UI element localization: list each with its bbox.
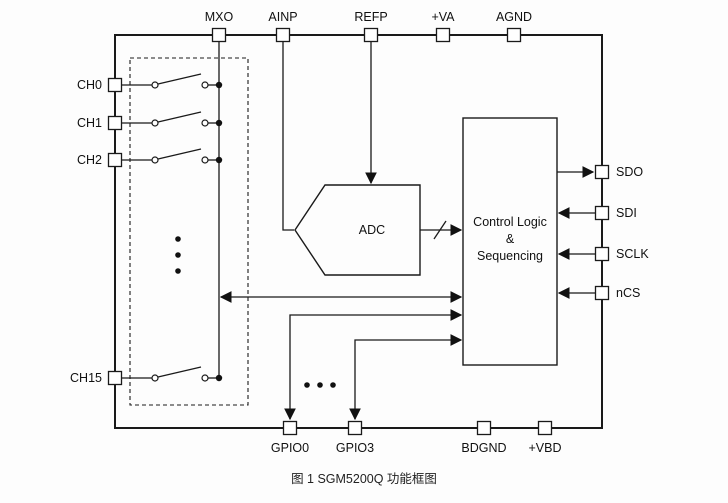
pin-vbd [537,420,553,436]
adc-label: ADC [359,223,385,237]
pin-bdgnd [476,420,492,436]
pin-label-ch15: CH15 [70,371,102,385]
mux-dashed-box [129,57,249,406]
mux-node-dot [215,156,223,164]
ainp-line [282,41,294,231]
pin-label-ncs: nCS [616,286,640,300]
mux-switch-ch2 [121,148,223,164]
pin-label-bdgnd: BDGND [461,441,506,455]
pin-agnd [506,27,522,43]
pin-ncs [594,285,610,301]
mux-node-dot [215,119,223,127]
pin-gpio0 [282,420,298,436]
gpio3-line [349,334,463,421]
figure-caption: 图 1 SGM5200Q 功能框图 [291,472,437,486]
pin-label-ch0: CH0 [77,78,102,92]
pin-ch2 [107,152,123,168]
pin-ainp [275,27,291,43]
gpio-ellipsis [304,382,336,388]
pin-label-gpio3: GPIO3 [336,441,374,455]
mux-node-dot [215,374,223,382]
pin-label-agnd: AGND [496,10,532,24]
pin-refp [363,27,379,43]
pin-ch0 [107,77,123,93]
pin-label-gpio0: GPIO0 [271,441,309,455]
control-logic-label-line1: Control Logic [473,215,547,229]
control-logic-label-line2: & [506,232,515,246]
pin-ch1 [107,115,123,131]
pin-sclk [594,246,610,262]
pin-label-mxo: MXO [205,10,234,24]
mux-node-dot [215,81,223,89]
pin-label-ainp: AINP [268,10,297,24]
pin-ch15 [107,370,123,386]
pin-sdi [594,205,610,221]
mux-ellipsis [175,236,181,274]
pin-label-vbd: +VBD [528,441,561,455]
pin-label-refp: REFP [354,10,387,24]
gpio0-line [284,309,463,421]
pin-label-ch2: CH2 [77,153,102,167]
mux-switch-ch0 [121,73,223,89]
pin-gpio3 [347,420,363,436]
pin-label-va: +VA [431,10,455,24]
pin-label-ch1: CH1 [77,116,102,130]
control-logic-label-line3: Sequencing [477,249,543,263]
pin-label-sclk: SCLK [616,247,649,261]
pin-label-sdo: SDO [616,165,643,179]
pin-va [435,27,451,43]
mux-switch-ch1 [121,111,223,127]
mux-switch-ch15 [121,366,223,382]
control-logic-block [462,117,558,366]
pin-label-sdi: SDI [616,206,637,220]
pin-sdo [594,164,610,180]
bus-width-slash [433,220,447,240]
pin-mxo [211,27,227,43]
